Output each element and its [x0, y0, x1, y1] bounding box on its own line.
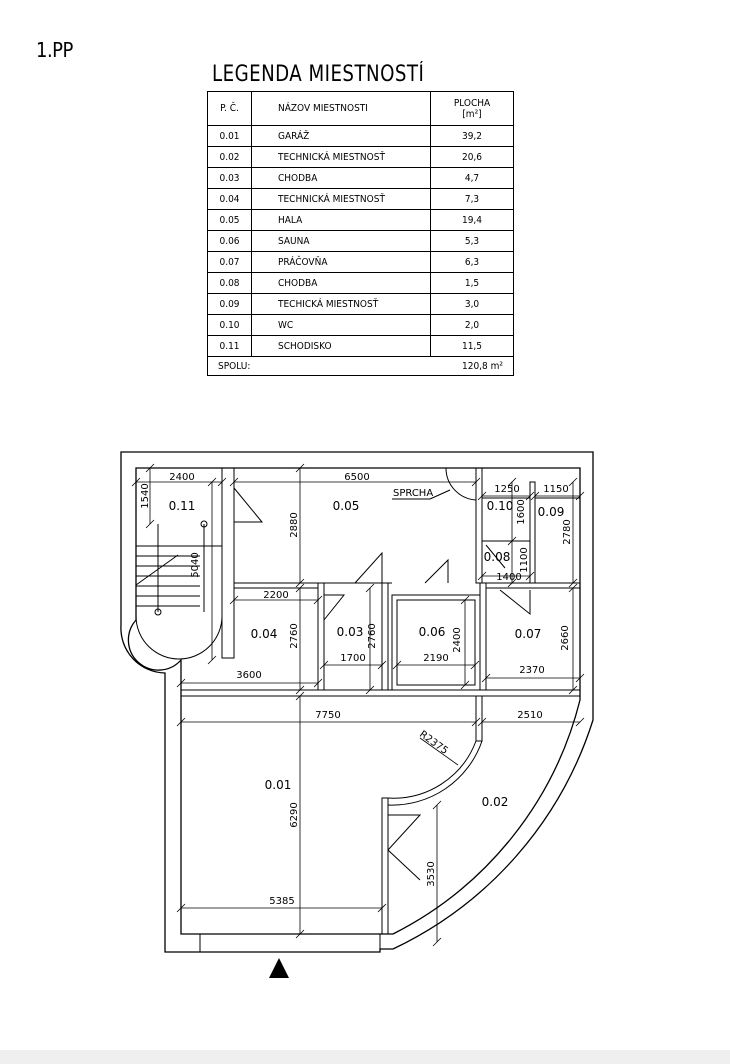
- room-label-0.06: 0.06: [419, 625, 446, 639]
- dim-2510: 2510: [517, 710, 542, 721]
- room-label-0.09: 0.09: [538, 505, 565, 519]
- legend-title: LEGENDA MIESTNOSTÍ: [212, 62, 425, 87]
- dim-1540: 1540: [140, 483, 151, 508]
- dim-3600: 3600: [236, 670, 261, 681]
- header-area: PLOCHA [m²]: [430, 91, 514, 126]
- dim-6500: 6500: [344, 472, 369, 483]
- header-number: P. Č.: [207, 91, 252, 126]
- dimension-ticks: [131, 463, 585, 947]
- dim-1700: 1700: [340, 653, 365, 664]
- dim-1150: 1150: [543, 484, 568, 495]
- header-area-line1: PLOCHA: [453, 97, 491, 109]
- total-label: SPOLU:: [207, 356, 431, 376]
- dim-2760-b: 2760: [367, 623, 378, 648]
- dim-5385: 5385: [269, 896, 294, 907]
- dim-2400: 2400: [169, 472, 194, 483]
- doors: [233, 467, 531, 881]
- room-label-0.07: 0.07: [515, 627, 542, 641]
- sprcha-note: SPRCHA: [393, 488, 433, 499]
- room-label-0.05: 0.05: [333, 499, 360, 513]
- dimension-texts: 2400 6500 1250 1150 1540 2880 1600 2780 …: [140, 472, 573, 907]
- dim-1400: 1400: [496, 572, 521, 583]
- room-labels: 0.11 0.05 0.10 0.09 0.08 0.04 0.03 0.06 …: [169, 499, 565, 809]
- dimension-lines: [136, 468, 580, 942]
- legend-total-row: SPOLU: 120,8 m²: [207, 356, 514, 376]
- dim-1100: 1100: [519, 547, 530, 572]
- header-area-line2: [m²]: [462, 108, 482, 120]
- room-label-0.08: 0.08: [484, 550, 511, 564]
- outer-walls: [120, 451, 594, 953]
- dim-2780: 2780: [562, 519, 573, 544]
- room-label-0.02: 0.02: [482, 795, 509, 809]
- room-label-0.04: 0.04: [251, 627, 278, 641]
- dim-5040: 5040: [190, 552, 201, 577]
- dim-1250: 1250: [494, 484, 519, 495]
- dim-2400-v: 2400: [452, 627, 463, 652]
- legend-header-row: P. Č. NÁZOV MIESTNOSTI PLOCHA [m²]: [207, 91, 514, 126]
- dim-1600: 1600: [516, 499, 527, 524]
- floor-label: 1.PP: [36, 38, 73, 62]
- staircase: [135, 520, 223, 660]
- dim-2760-a: 2760: [289, 623, 300, 648]
- dim-2880: 2880: [289, 512, 300, 537]
- room-label-0.03: 0.03: [337, 625, 364, 639]
- room-label-0.10: 0.10: [487, 499, 514, 513]
- room-label-0.01: 0.01: [265, 778, 292, 792]
- room-label-0.11: 0.11: [169, 499, 196, 513]
- bottom-bar: [0, 1050, 730, 1064]
- interior-walls: [181, 467, 580, 935]
- dim-2660: 2660: [560, 625, 571, 650]
- room-area: 3,0: [430, 293, 514, 315]
- dim-2190: 2190: [423, 653, 448, 664]
- dim-2200: 2200: [263, 590, 288, 601]
- entrance-triangle: [269, 958, 289, 978]
- dim-2370: 2370: [519, 665, 544, 676]
- dim-6290: 6290: [289, 802, 300, 827]
- dim-3530: 3530: [426, 861, 437, 886]
- room-area: 6,3: [430, 251, 514, 273]
- dim-R2375: R2375: [417, 729, 450, 757]
- total-value: 120,8 m²: [430, 356, 514, 376]
- sprcha-leader: [429, 489, 451, 500]
- dim-7750: 7750: [315, 710, 340, 721]
